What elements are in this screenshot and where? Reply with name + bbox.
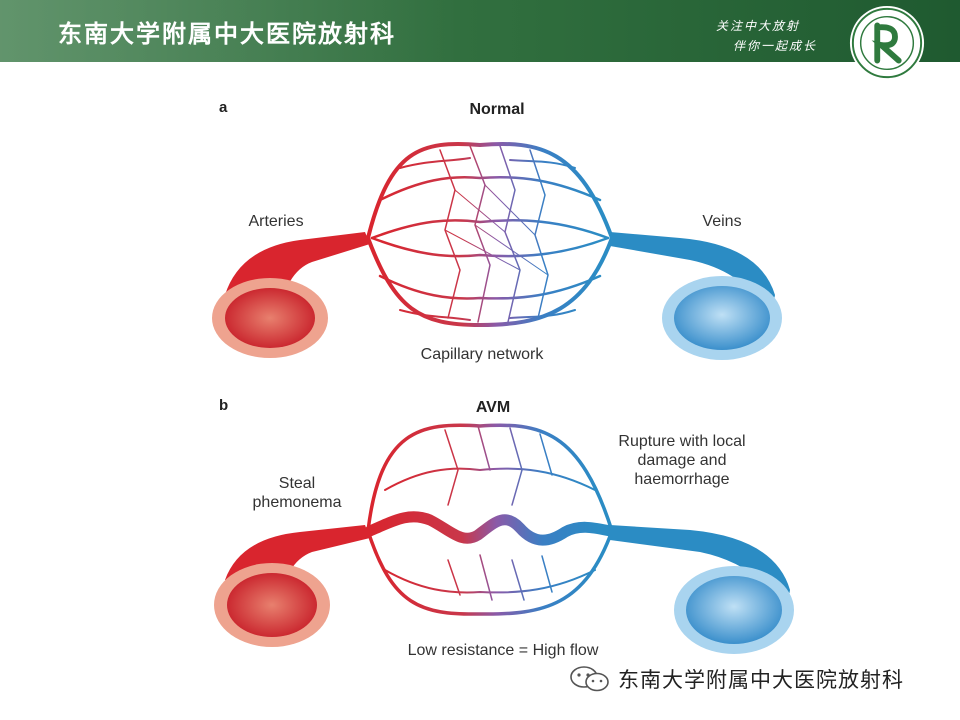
panel-b-letter: b — [219, 397, 228, 414]
panel-b-avm: b AVM Steal phemonema Rupture with local… — [214, 397, 794, 659]
panel-a-title: Normal — [469, 101, 524, 118]
rupture-label-line-1: Rupture with local — [618, 433, 745, 450]
vein-tube-a — [610, 232, 782, 360]
flow-label: Low resistance = High flow — [408, 642, 599, 659]
watermark: 东南大学附属中大医院放射科 — [568, 664, 904, 694]
panel-b-title: AVM — [476, 399, 510, 416]
rupture-label-line-3: haemorrhage — [634, 471, 729, 488]
wechat-icon — [568, 664, 612, 694]
vein-tube-b — [610, 525, 794, 654]
slogan-line-2: 伴你一起成长 — [733, 37, 817, 54]
artery-tube-b — [214, 525, 370, 647]
arteries-label: Arteries — [248, 213, 303, 230]
capillary-network-label: Capillary network — [421, 346, 545, 363]
header-banner: 东南大学附属中大医院放射科 关注中大放射 伴你一起成长 — [0, 0, 960, 62]
veins-label: Veins — [702, 213, 741, 230]
steal-label-line-2: phemonema — [253, 494, 342, 511]
steal-label-line-1: Steal — [279, 475, 315, 492]
vascular-diagram: a Normal Arteries Veins Capillary networ… — [0, 62, 960, 662]
avm-shunt — [368, 425, 612, 614]
rupture-label-line-2: damage and — [638, 452, 727, 469]
artery-tube-a — [212, 232, 370, 358]
panel-a-normal: a Normal Arteries Veins Capillary networ… — [212, 99, 782, 363]
slogan-line-1: 关注中大放射 — [716, 17, 800, 34]
watermark-text: 东南大学附属中大医院放射科 — [618, 664, 904, 694]
page-title: 东南大学附属中大医院放射科 — [58, 14, 396, 49]
capillary-network-a — [368, 144, 612, 325]
panel-a-letter: a — [219, 99, 228, 116]
